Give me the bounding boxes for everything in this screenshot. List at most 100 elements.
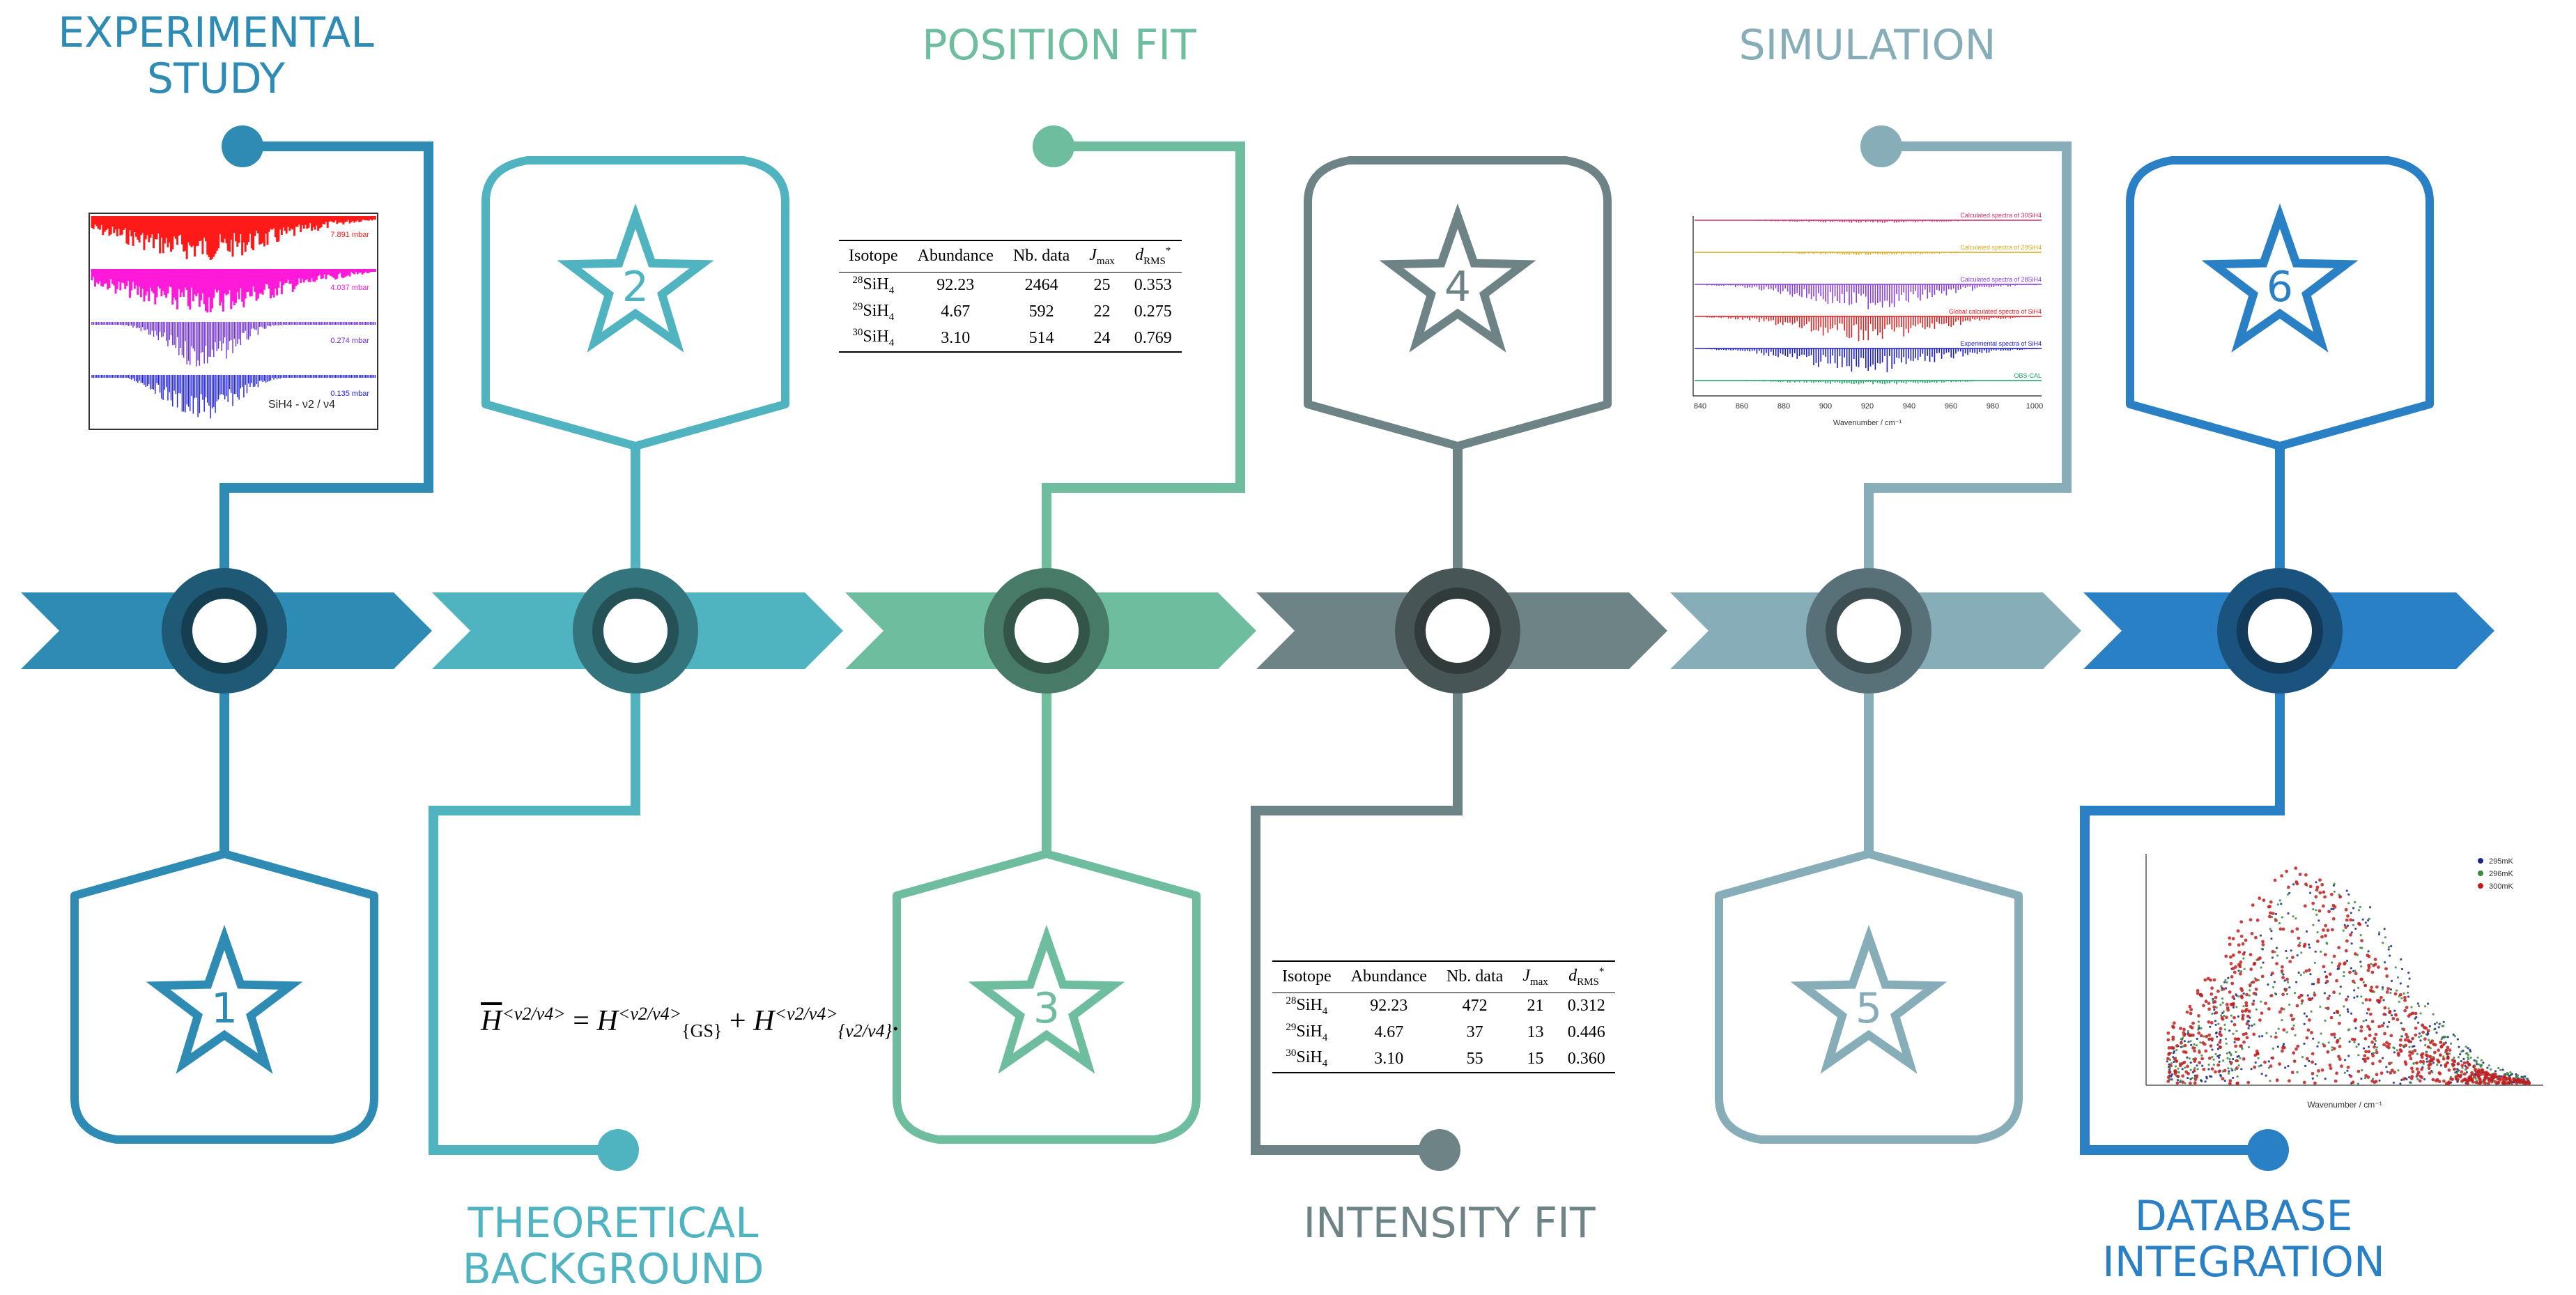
data-point <box>2170 1062 2173 1065</box>
data-point <box>2320 935 2324 939</box>
data-point <box>2168 1067 2171 1070</box>
data-point <box>2303 971 2306 974</box>
data-point <box>2409 1057 2413 1061</box>
data-point <box>2456 1068 2459 1071</box>
data-point <box>2281 916 2283 919</box>
step-badge <box>2126 156 2434 450</box>
data-point <box>2362 1047 2365 1050</box>
data-point <box>2236 929 2240 933</box>
data-point <box>2386 987 2390 990</box>
data-point <box>2349 918 2352 922</box>
data-point <box>2286 993 2289 995</box>
data-point <box>2316 931 2319 934</box>
data-point <box>2438 1022 2441 1025</box>
data-point <box>2388 1062 2391 1066</box>
data-point <box>2220 985 2223 988</box>
data-point <box>2179 1027 2182 1030</box>
data-point <box>2218 1032 2222 1036</box>
data-point <box>2252 1032 2256 1036</box>
node-center <box>1837 599 1901 663</box>
data-point <box>2465 1045 2467 1048</box>
data-point <box>2180 1045 2182 1048</box>
data-point <box>2230 1054 2232 1057</box>
step-badge <box>1304 156 1612 450</box>
connector-line <box>1864 141 2072 575</box>
data-point <box>2302 1080 2306 1085</box>
data-point <box>2356 995 2359 998</box>
data-point <box>2269 911 2272 915</box>
data-point <box>2403 992 2405 995</box>
data-point <box>2245 1036 2249 1040</box>
data-point <box>2246 1014 2250 1018</box>
data-point <box>2332 907 2335 910</box>
data-point <box>2354 1027 2357 1029</box>
data-point <box>2219 1004 2222 1006</box>
data-point <box>2281 927 2285 931</box>
data-point <box>2270 937 2273 940</box>
data-point <box>2374 1039 2377 1042</box>
data-point <box>2333 1011 2336 1015</box>
data-point <box>2315 885 2320 889</box>
data-point <box>2170 1078 2173 1081</box>
data-point <box>2344 907 2348 912</box>
data-point <box>2166 1038 2170 1042</box>
data-point <box>2492 1075 2496 1080</box>
data-point <box>2226 1006 2230 1010</box>
data-point <box>2361 1002 2364 1004</box>
data-point <box>2207 1033 2212 1037</box>
data-point <box>2346 1065 2350 1069</box>
data-point <box>2359 1025 2363 1029</box>
data-point <box>2432 1062 2435 1064</box>
data-point <box>2249 918 2253 921</box>
data-point <box>2442 1055 2445 1058</box>
data-point <box>2435 1031 2438 1034</box>
data-point <box>2336 1039 2340 1043</box>
data-point <box>2428 1039 2430 1041</box>
data-point <box>2195 1074 2199 1078</box>
data-point <box>2213 1000 2217 1004</box>
data-point <box>2182 1027 2186 1032</box>
data-point <box>2384 936 2387 939</box>
x-axis-label: Wavenumber / cm⁻¹ <box>2307 1100 2382 1110</box>
legend-marker <box>2478 858 2483 864</box>
data-point <box>2283 1045 2286 1050</box>
data-point <box>2369 988 2373 993</box>
data-point <box>2207 1056 2212 1060</box>
data-point <box>2207 1063 2210 1066</box>
data-point <box>2344 926 2348 929</box>
data-point <box>2269 994 2274 997</box>
data-point <box>2429 1041 2432 1045</box>
data-point <box>2287 912 2290 915</box>
data-point <box>2442 1020 2445 1023</box>
data-point <box>2191 1077 2193 1080</box>
data-point <box>2460 1064 2465 1068</box>
data-point <box>2230 1067 2233 1070</box>
data-point <box>2332 990 2336 995</box>
data-point <box>2232 1076 2235 1079</box>
data-point <box>2416 1002 2419 1005</box>
data-point <box>2343 924 2346 926</box>
data-point <box>2454 1077 2458 1080</box>
data-point <box>2333 890 2336 893</box>
data-point <box>2278 899 2281 902</box>
data-point <box>2354 970 2357 972</box>
data-point <box>2242 992 2245 995</box>
data-point <box>2229 1061 2233 1065</box>
data-point <box>2476 1056 2479 1059</box>
data-point <box>2303 1022 2306 1025</box>
data-point <box>2436 1064 2439 1066</box>
data-point <box>2428 1059 2432 1064</box>
data-point <box>2285 977 2289 981</box>
data-point <box>2424 1053 2428 1057</box>
data-point <box>2292 1051 2296 1055</box>
data-point <box>2416 1078 2419 1081</box>
data-point <box>2295 927 2299 931</box>
data-point <box>2285 869 2288 873</box>
connector-line <box>1042 141 1245 575</box>
data-point <box>2305 1057 2309 1061</box>
data-point <box>2338 1021 2341 1025</box>
data-point <box>2249 967 2253 972</box>
legend-label: 300mK <box>2489 882 2514 891</box>
